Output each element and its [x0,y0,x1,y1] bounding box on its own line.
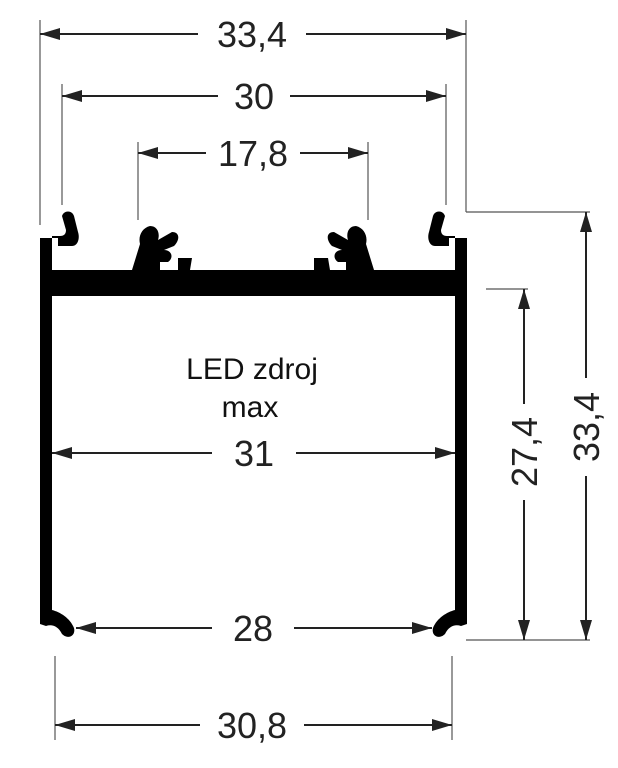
dim-inner-height: 27,4 [504,417,545,487]
profile-right-clip [327,226,374,270]
dim-bottom-overall: 30,8 [217,705,287,746]
profile-right-clip-tab [314,258,330,270]
extension-lines [39,20,590,740]
profile-bottom-right-hook [432,600,467,637]
profile-right-wall [455,238,467,624]
profile-upper-plate [40,270,467,284]
profile-top-right-lip [428,211,467,246]
profile-left-wall [40,238,52,624]
dim-overall-height: 33,4 [566,392,607,462]
profile-left-clip-tab [178,258,192,270]
profile-top-left-lip [40,211,79,246]
profile-bottom-left-hook [40,600,75,637]
aluminium-profile [40,211,467,637]
dim-top-inner: 30 [234,76,274,117]
dim-bottom-opening: 28 [233,608,273,649]
dim-inner-width: 31 [234,433,274,474]
label-max: max [222,391,279,424]
dim-top-channel: 17,8 [218,133,288,174]
dimension-lines [40,28,592,731]
label-led-source: LED zdroj [186,353,318,386]
dim-top-overall: 33,4 [217,14,287,55]
profile-left-clip [132,226,179,270]
profile-center-notch [246,284,262,292]
